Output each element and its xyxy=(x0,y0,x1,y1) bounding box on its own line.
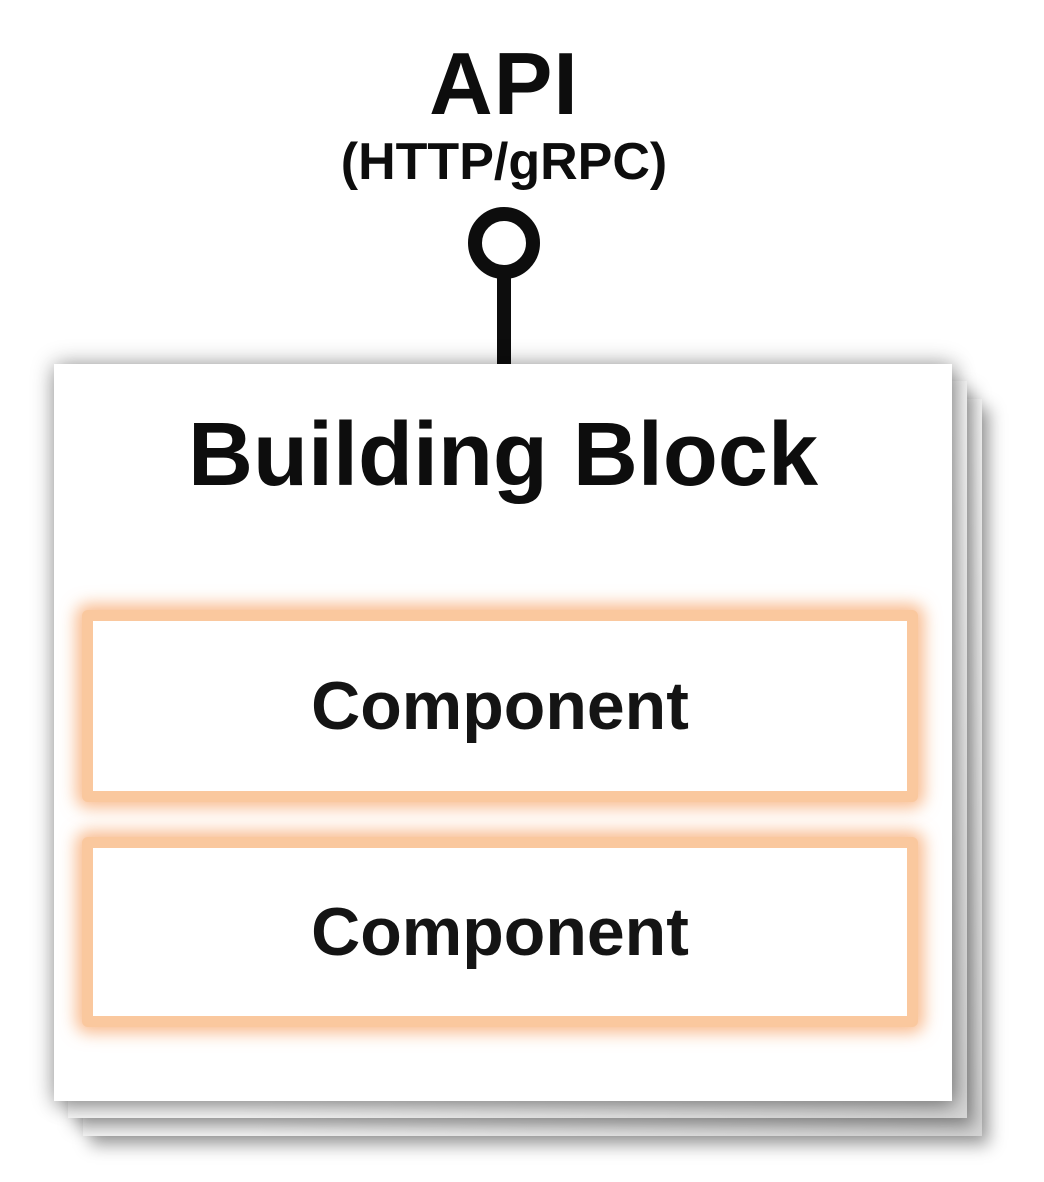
component-box-1: Component xyxy=(82,610,918,802)
interface-circle-icon xyxy=(468,207,540,279)
component-label: Component xyxy=(311,894,689,970)
api-label: API xyxy=(429,34,579,133)
interface-stem-line xyxy=(497,274,511,366)
component-box-2: Component xyxy=(82,837,918,1027)
building-block-card: Building Block Component Component xyxy=(54,364,952,1101)
api-protocol-label: (HTTP/gRPC) xyxy=(340,133,668,191)
component-label: Component xyxy=(311,668,689,744)
building-block-title: Building Block xyxy=(188,405,818,505)
